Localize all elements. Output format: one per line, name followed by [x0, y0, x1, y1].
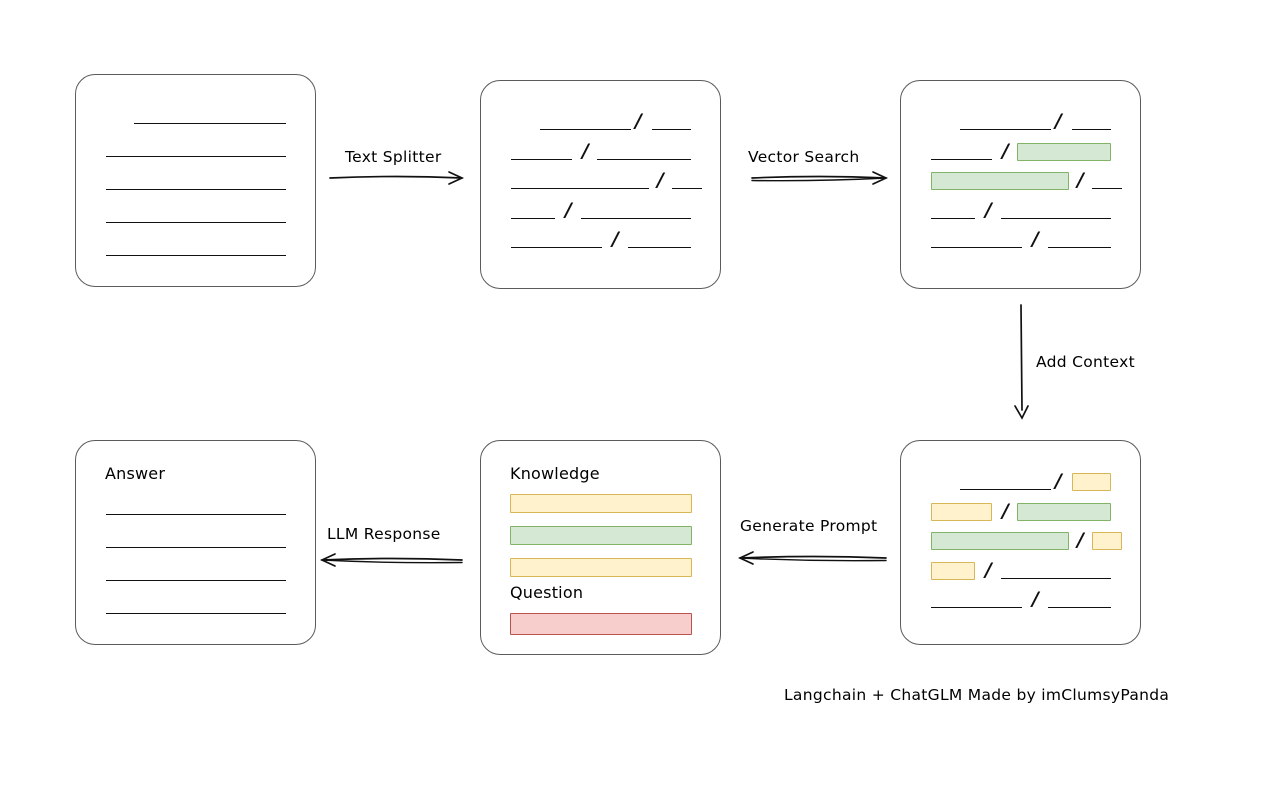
- chunk-highlight-yellow: [931, 502, 992, 521]
- edge-llm-response: [319, 553, 463, 567]
- text-line: [511, 247, 602, 248]
- text-line: [511, 217, 555, 219]
- text-line: [106, 222, 286, 223]
- node-split-chunks[interactable]: [480, 80, 721, 289]
- chunk-separator: /: [1055, 470, 1062, 492]
- chunk-separator: /: [612, 228, 619, 250]
- text-line: [511, 158, 572, 160]
- chunk-highlight-yellow: [931, 561, 975, 580]
- edge-add-context: [1014, 304, 1029, 420]
- edge-generate-prompt: [737, 551, 887, 565]
- chunk-separator: /: [635, 110, 642, 132]
- chunk-separator: /: [1077, 529, 1084, 551]
- text-line: [134, 123, 286, 124]
- text-line: [540, 129, 631, 130]
- edge-vector-search: [751, 171, 889, 185]
- chunk-highlight-green: [1017, 502, 1111, 521]
- chunk-separator: /: [985, 198, 992, 221]
- text-line: [931, 217, 975, 219]
- chunk-separator: /: [1055, 110, 1062, 132]
- prompt-bar-yellow: [510, 558, 692, 577]
- edge-label-generate-prompt: Generate Prompt: [740, 517, 878, 535]
- node-heading: Answer: [105, 464, 166, 483]
- chunk-separator: /: [1002, 499, 1009, 522]
- edge-label-add-context: Add Context: [1036, 353, 1135, 371]
- chunk-separator: /: [1077, 169, 1084, 191]
- text-line: [672, 188, 702, 189]
- chunk-separator: /: [985, 558, 992, 581]
- prompt-bar-green: [510, 526, 692, 545]
- text-line: [931, 158, 992, 160]
- chunk-separator: /: [657, 169, 664, 191]
- credit-text: Langchain + ChatGLM Made by imClumsyPand…: [784, 686, 1170, 704]
- chunk-separator: /: [565, 198, 572, 221]
- edge-text-splitter: [329, 171, 465, 185]
- text-line: [1092, 188, 1122, 189]
- text-line: [597, 158, 691, 160]
- node-answer[interactable]: [75, 440, 316, 645]
- text-line: [960, 489, 1051, 490]
- text-line: [1048, 247, 1111, 248]
- chunk-highlight-yellow: [1072, 473, 1111, 491]
- chunk-highlight-yellow: [1092, 532, 1122, 550]
- text-line: [1001, 217, 1111, 219]
- text-line: [652, 129, 691, 130]
- chunk-separator: /: [1032, 588, 1039, 610]
- text-line: [511, 188, 649, 189]
- text-line: [931, 247, 1022, 248]
- edge-label-vector-search: Vector Search: [748, 148, 860, 166]
- chunk-highlight-green: [1017, 142, 1111, 161]
- text-line: [1072, 129, 1111, 130]
- chunk-separator: /: [1002, 139, 1009, 162]
- edge-label-text-splitter: Text Splitter: [345, 148, 442, 166]
- text-line: [581, 217, 691, 219]
- chunk-highlight-green: [931, 172, 1069, 190]
- chunk-separator: /: [1032, 228, 1039, 250]
- prompt-bar-red: [510, 613, 692, 635]
- text-line: [106, 189, 286, 190]
- text-line: [1001, 577, 1111, 579]
- text-line: [106, 547, 286, 548]
- text-line: [106, 613, 286, 614]
- prompt-bar-yellow: [510, 494, 692, 513]
- text-line: [1048, 607, 1111, 608]
- edge-label-llm-response: LLM Response: [327, 525, 441, 543]
- text-line: [106, 514, 286, 515]
- node-source-document[interactable]: [75, 74, 316, 287]
- chunk-highlight-green: [931, 532, 1069, 550]
- text-line: [106, 580, 286, 581]
- text-line: [106, 255, 286, 256]
- chunk-separator: /: [582, 139, 589, 162]
- node-heading: Question: [510, 583, 584, 602]
- node-heading: Knowledge: [510, 464, 600, 483]
- text-line: [931, 607, 1022, 608]
- text-line: [628, 247, 691, 248]
- text-line: [106, 156, 286, 157]
- text-line: [960, 129, 1051, 130]
